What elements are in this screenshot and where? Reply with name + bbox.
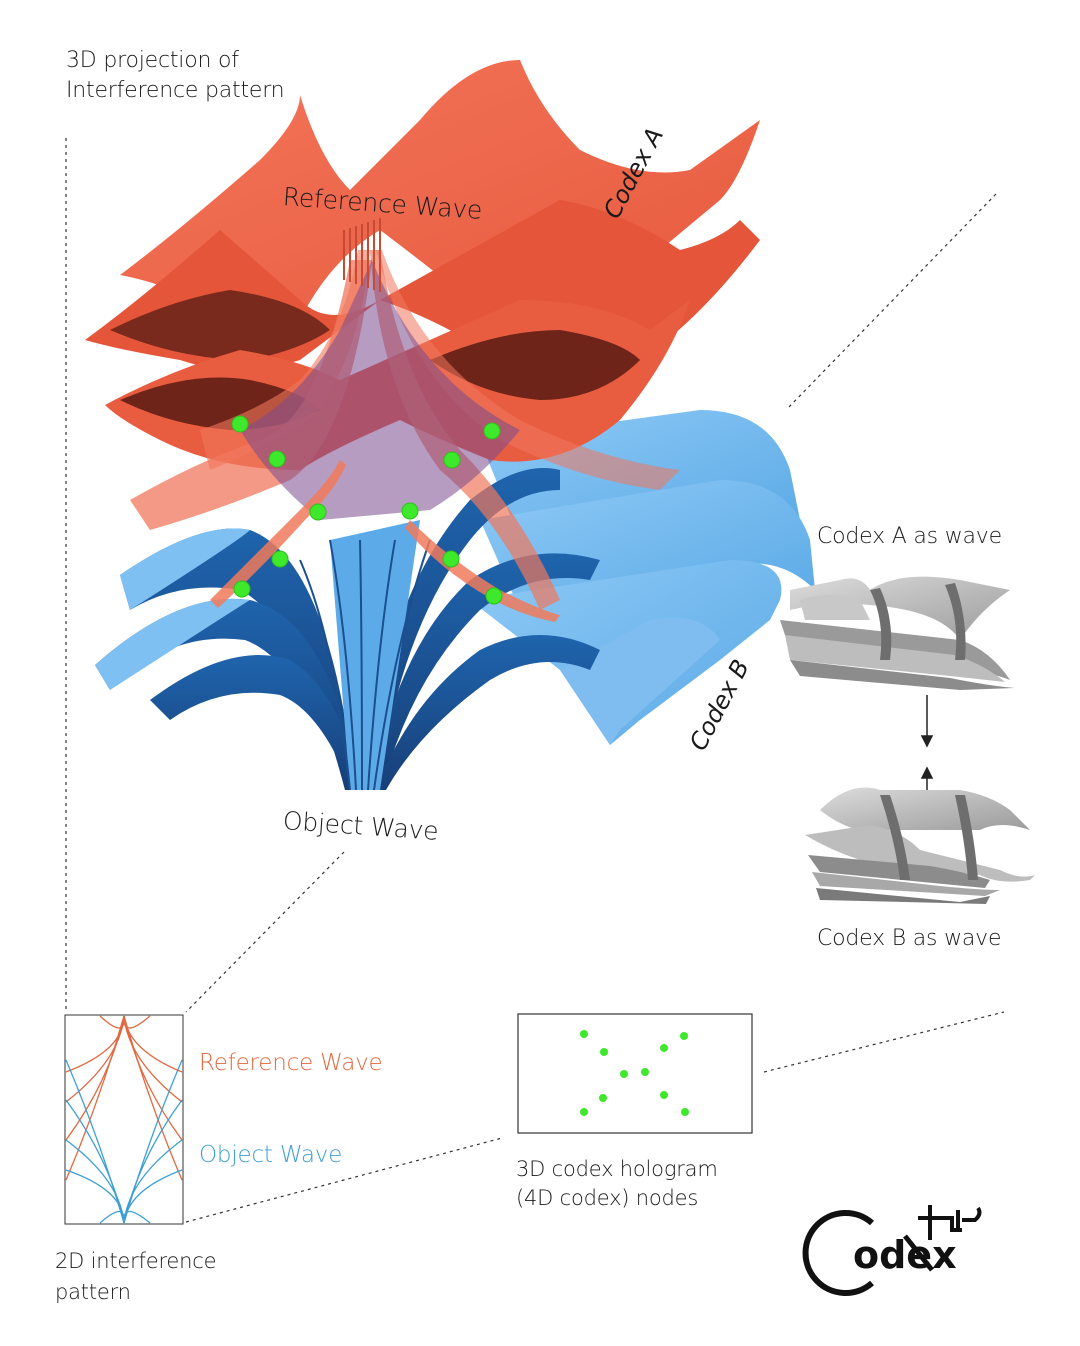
hologram-node [620, 1070, 628, 1078]
codex-a-grey-layer4 [800, 595, 870, 620]
guide-object-to-pattern [185, 851, 345, 1013]
codex-b-grey-top [820, 787, 1030, 830]
logo-slash [903, 1234, 934, 1272]
codex-b-sheet-bottom [560, 617, 720, 745]
projection-node [442, 550, 460, 568]
codex-b-grey-layer3 [812, 872, 1000, 896]
logo-crosses [918, 1205, 982, 1240]
object-stem-lines [299, 539, 431, 791]
legend-object-wave: Object Wave [199, 1142, 343, 1168]
pattern-object-curves [65, 1059, 183, 1224]
reference-overlay-3 [370, 250, 560, 610]
projection-title-line2: Interference pattern [66, 78, 285, 103]
projection-node [443, 451, 461, 469]
pattern-caption-line1: 2D interference [55, 1249, 217, 1273]
object-fan-left-light-2 [120, 528, 250, 610]
logo-c-arc [802, 1210, 874, 1296]
object-fan-right-1 [368, 468, 560, 790]
hologram-node [600, 1048, 608, 1056]
projection-node [268, 450, 286, 468]
codex-a-grey-layer3 [790, 660, 1015, 690]
codex-b-grey-layer1 [805, 825, 1035, 882]
pattern-caption: 2D interference pattern [55, 1246, 217, 1308]
codex-a-grey-fold2 [945, 583, 966, 660]
codex-b-grey-fold [880, 795, 910, 880]
hologram-node [660, 1091, 668, 1099]
projection-node [233, 580, 251, 598]
hologram-node [580, 1030, 588, 1038]
pattern-caption-line2: pattern [55, 1280, 131, 1304]
reference-strip-lower-left [210, 460, 346, 608]
hologram-node [599, 1094, 607, 1102]
object-fan-right-2 [372, 553, 600, 790]
codex-b-grey-fold2 [955, 795, 978, 880]
object-fan-left-1 [120, 528, 355, 790]
codex-a-grey-fold [870, 588, 892, 660]
hologram-caption: 3D codex hologram (4D codex) nodes [516, 1155, 718, 1213]
projection-nodes [231, 415, 503, 605]
hologram-node [680, 1032, 688, 1040]
object-fan-left-3 [150, 655, 362, 790]
logo-text: odex [853, 1233, 957, 1277]
arrow-up-head [920, 766, 934, 779]
reference-wave-sheets [85, 60, 760, 622]
projection-node [231, 415, 249, 433]
guide-right-diagonal [787, 193, 997, 409]
hologram-caption-line1: 3D codex hologram [516, 1157, 718, 1181]
projection-title-line1: 3D projection of [66, 48, 239, 73]
hologram-nodes [580, 1030, 689, 1116]
codex-a-grey-layer2 [785, 635, 1005, 682]
projection-node [401, 502, 419, 520]
reference-overlay-2 [200, 250, 370, 470]
projection-node [485, 587, 503, 605]
hologram-caption-line2: (4D codex) nodes [516, 1186, 699, 1210]
hologram-frame [517, 1013, 753, 1134]
hologram-node [641, 1068, 649, 1076]
codex-b-as-wave-label: Codex B as wave [817, 926, 1002, 951]
hologram-node [660, 1044, 668, 1052]
codex-a-sheet-3-shadow-right [430, 330, 640, 400]
codex-a-as-wave-label: Codex A as wave [817, 524, 1002, 549]
codex-b-wave-model [805, 787, 1035, 904]
pattern-frame [64, 1014, 184, 1225]
hologram-node [580, 1108, 588, 1116]
reference-stem-lines [343, 218, 381, 292]
projection-node [483, 422, 501, 440]
guide-pattern-to-hologram [185, 1137, 503, 1223]
codex-a-wave-model [780, 576, 1015, 690]
object-fan-left-light [95, 598, 250, 690]
interference-pattern-2d [64, 1014, 184, 1225]
hologram-nodes-box [517, 1013, 753, 1134]
reference-strip-lower-right [405, 520, 560, 622]
projection-node [309, 503, 327, 521]
projection-node [271, 550, 289, 568]
guide-lines [65, 138, 1005, 1223]
guide-hologram-right [763, 1011, 1005, 1073]
hologram-node [681, 1108, 689, 1116]
object-fan-right-3 [376, 635, 600, 790]
codex-b-grey-layer4 [816, 888, 990, 904]
codex-a-sheet-2-shadow [110, 290, 330, 360]
codex-logo-icon: odex [802, 1205, 982, 1296]
arrow-down-head [920, 735, 934, 748]
legend-reference-wave: Reference Wave [199, 1050, 383, 1076]
pattern-reference-curves [65, 1015, 183, 1181]
projection-title: 3D projection of Interference pattern [66, 46, 285, 106]
